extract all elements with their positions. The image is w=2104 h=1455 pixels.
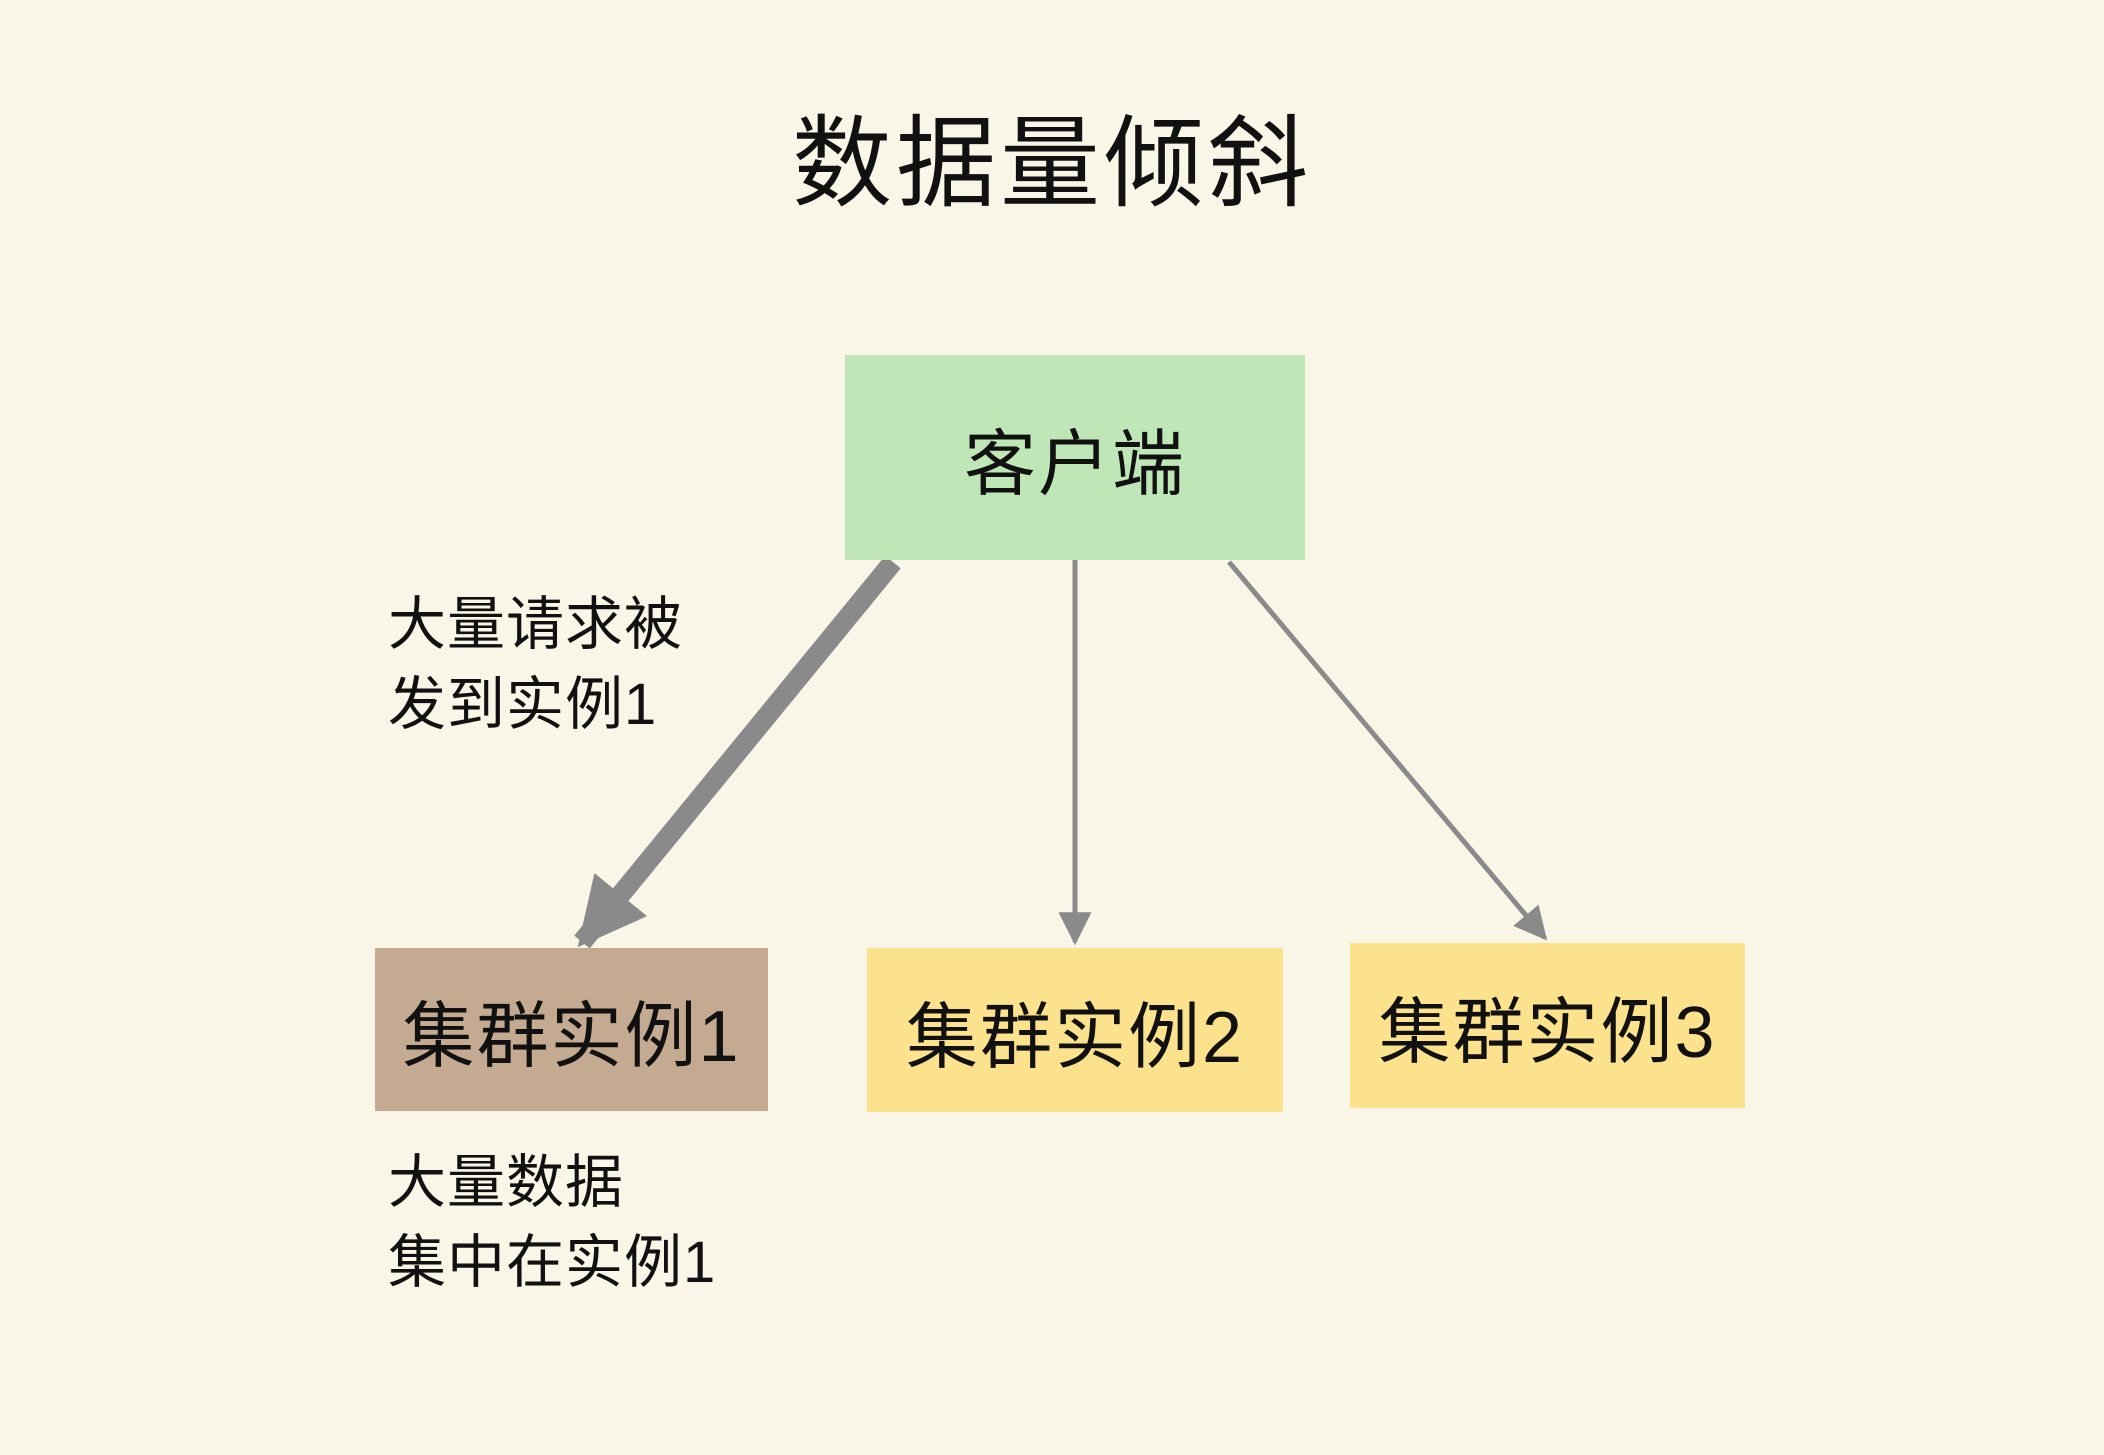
node-cluster-instance-2: 集群实例2	[867, 948, 1283, 1112]
node-cluster-instance-1: 集群实例1	[375, 948, 768, 1111]
annotation-heavy-data: 大量数据 集中在实例1	[388, 1143, 716, 1303]
annotation-heavy-requests-line1: 大量请求被	[388, 592, 684, 657]
annotation-heavy-requests-line2: 发到实例1	[388, 672, 658, 737]
annotation-heavy-data-line1: 大量数据	[388, 1150, 625, 1215]
node-client: 客户端	[845, 355, 1305, 560]
diagram-title: 数据量倾斜	[792, 108, 1312, 220]
annotation-heavy-requests: 大量请求被 发到实例1	[388, 585, 683, 745]
node-cluster-instance-2-label: 集群实例2	[905, 997, 1245, 1078]
arrow-client-to-instance1	[574, 555, 901, 949]
arrow-client-to-instance3	[1227, 560, 1548, 941]
node-cluster-instance-1-label: 集群实例1	[402, 997, 741, 1077]
annotation-heavy-data-line2: 集中在实例1	[388, 1230, 717, 1295]
node-cluster-instance-3-label: 集群实例3	[1378, 993, 1717, 1073]
node-client-label: 客户端	[963, 425, 1186, 505]
node-cluster-instance-3: 集群实例3	[1350, 943, 1745, 1108]
